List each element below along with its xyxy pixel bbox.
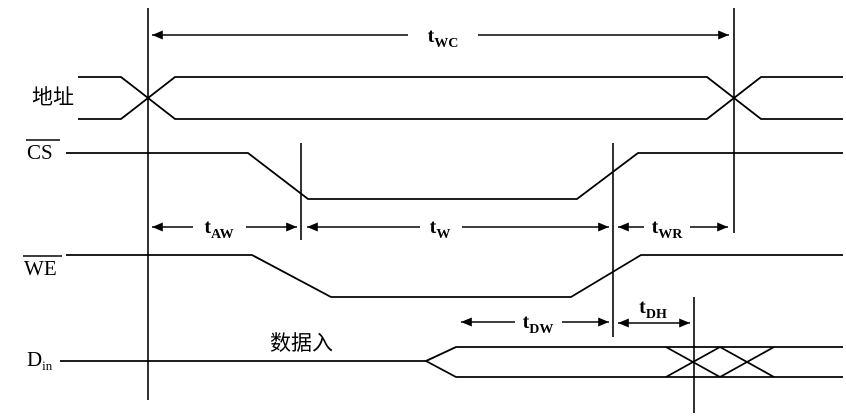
we-waveform: [66, 254, 843, 298]
taw-dimension: tAW: [152, 216, 298, 242]
we-label: WE: [24, 256, 57, 280]
twc-dimension: tWC: [152, 25, 729, 51]
address-bus-rail-a: [78, 76, 843, 120]
din-dontcare-x2: [719, 346, 775, 378]
twr-dimension: tWR: [618, 216, 728, 242]
tdw-label: tDW: [523, 311, 554, 337]
tw-label: tW: [430, 216, 451, 242]
taw-label: tAW: [204, 216, 233, 242]
cs-waveform: [66, 152, 843, 200]
tdh-dimension: tDH: [618, 296, 690, 328]
tdw-dimension: tDW: [460, 311, 609, 337]
address-signal: [78, 76, 843, 120]
din-signal: [60, 346, 843, 378]
cs-signal: [66, 152, 843, 200]
din-dontcare-x1: [665, 346, 721, 378]
cs-label: CS: [27, 140, 53, 164]
address-bus-rail-b: [78, 76, 843, 120]
we-signal: [66, 254, 843, 298]
din-split-upper: [425, 346, 843, 362]
tdh-label: tDH: [639, 296, 667, 322]
twr-label: tWR: [652, 216, 684, 242]
address-label: 地址: [32, 85, 74, 109]
din-split-lower: [425, 360, 843, 378]
twc-label: tWC: [428, 25, 459, 51]
din-label: Din: [27, 347, 53, 373]
data-in-label: 数据入: [270, 331, 333, 355]
tw-dimension: tW: [306, 216, 609, 242]
